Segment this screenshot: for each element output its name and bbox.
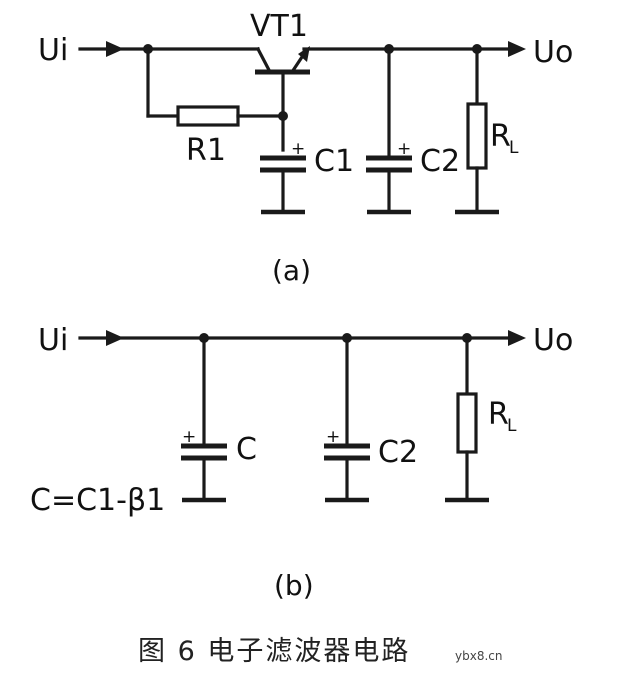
c-polarity-b: + (182, 427, 196, 447)
rl-resistor-a (466, 102, 488, 170)
c2-label-a: C2 (420, 144, 460, 179)
c2-polarity-b: + (326, 427, 340, 447)
output-arrow-b (508, 330, 526, 346)
c1-label: C1 (314, 144, 354, 179)
input-arrow-a (106, 41, 124, 57)
c2-polarity-a: + (397, 139, 411, 159)
c1-polarity: + (291, 139, 305, 159)
input-label-b: Ui (38, 323, 68, 358)
rl-resistor-b (456, 392, 478, 454)
caption-a: (a) (272, 254, 311, 287)
r1-resistor (176, 105, 240, 127)
rl-subscript-a: L (509, 138, 519, 158)
capacitance-formula: C=C1-β1 (30, 483, 165, 518)
transistor-collector (255, 46, 273, 75)
figure-title: 图 6 电子滤波器电路 (138, 636, 410, 667)
output-arrow-a (508, 41, 526, 57)
r1-label: R1 (186, 133, 226, 168)
transistor-label: VT1 (250, 9, 308, 44)
c2-label-b: C2 (378, 435, 418, 470)
output-label-a: Uo (533, 35, 573, 70)
watermark: ybx8.cn (455, 649, 502, 663)
caption-b: (b) (274, 569, 314, 602)
rl-label-b: R (488, 397, 509, 432)
rl-subscript-b: L (507, 416, 517, 436)
rl-label-a: R (490, 119, 511, 154)
circuit-b: Ui Uo + C C=C1-β1 + C2 R L (b) (30, 323, 573, 602)
circuit-a: Ui R1 VT1 Uo + C1 (38, 9, 573, 287)
c-label-b: C (236, 432, 257, 467)
junction-base-a (278, 111, 288, 121)
input-label-a: Ui (38, 33, 68, 68)
output-label-b: Uo (533, 323, 573, 358)
input-arrow-b (106, 330, 124, 346)
